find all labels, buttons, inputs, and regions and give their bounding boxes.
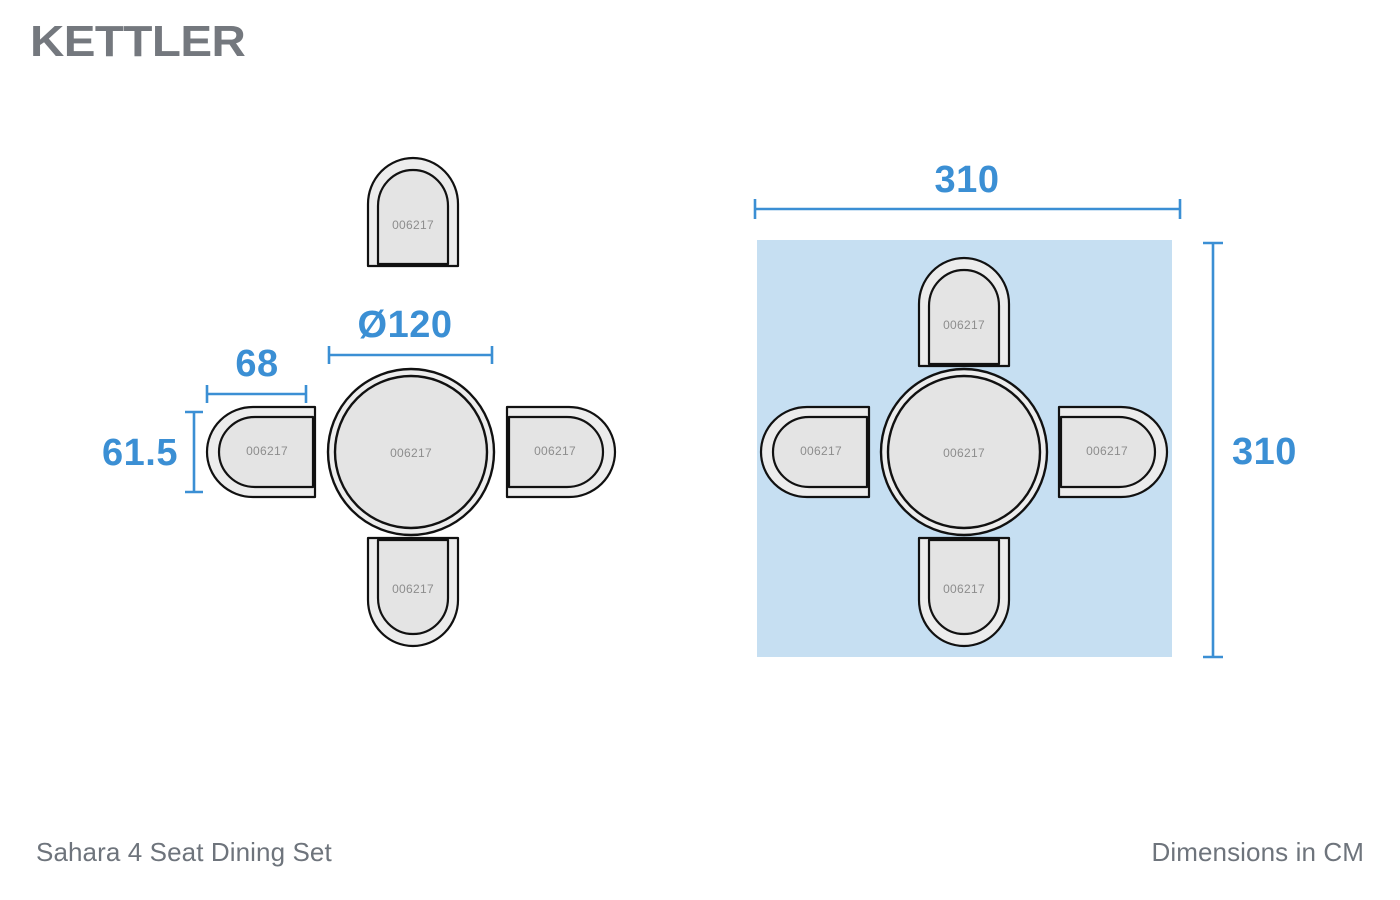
left-diagram-table: 006217 [326,367,496,537]
left-diagram-chair-right: 006217 [505,405,617,499]
dimension-label-chair-width: 68 [235,343,278,385]
dimension-label-footprint-width: 310 [935,159,1000,201]
dimension-footprint-depth: 310 [1203,241,1297,659]
dimension-chair-depth: 61.5 [102,410,203,494]
right-diagram-chair-right: 006217 [1057,405,1169,499]
right-diagram-chair-bottom: 006217 [917,536,1011,648]
product-name-caption: Sahara 4 Seat Dining Set [36,837,332,867]
part-code-label: 006217 [534,444,576,458]
right-diagram-group: 006217 006217 006217 006217 006217 310 [753,159,1297,659]
left-diagram-chair-top: 006217 [366,156,460,268]
part-code-label: 006217 [390,446,432,460]
dimension-label-table-diameter: Ø120 [358,304,453,346]
left-diagram-chair-left: 006217 [205,405,317,499]
dimension-label-chair-depth: 61.5 [102,432,178,474]
dimension-chair-width: 68 [205,343,308,403]
part-code-label: 006217 [246,444,288,458]
part-code-label: 006217 [800,444,842,458]
right-diagram-table: 006217 [879,367,1049,537]
part-code-label: 006217 [943,318,985,332]
right-diagram-chair-top: 006217 [917,256,1011,368]
left-diagram-group: 006217 006217 006217 006217 006217 Ø120 [102,156,617,648]
dimension-footprint-width: 310 [753,159,1182,219]
right-diagram-chair-left: 006217 [759,405,871,499]
dimension-label-footprint-depth: 310 [1232,431,1297,473]
part-code-label: 006217 [1086,444,1128,458]
units-note-caption: Dimensions in CM [1151,837,1364,867]
part-code-label: 006217 [943,446,985,460]
kettler-logo: KETTLER [30,17,246,66]
part-code-label: 006217 [943,582,985,596]
part-code-label: 006217 [392,218,434,232]
part-code-label: 006217 [392,582,434,596]
left-diagram-chair-bottom: 006217 [366,536,460,648]
dimension-table-diameter: Ø120 [327,304,494,364]
